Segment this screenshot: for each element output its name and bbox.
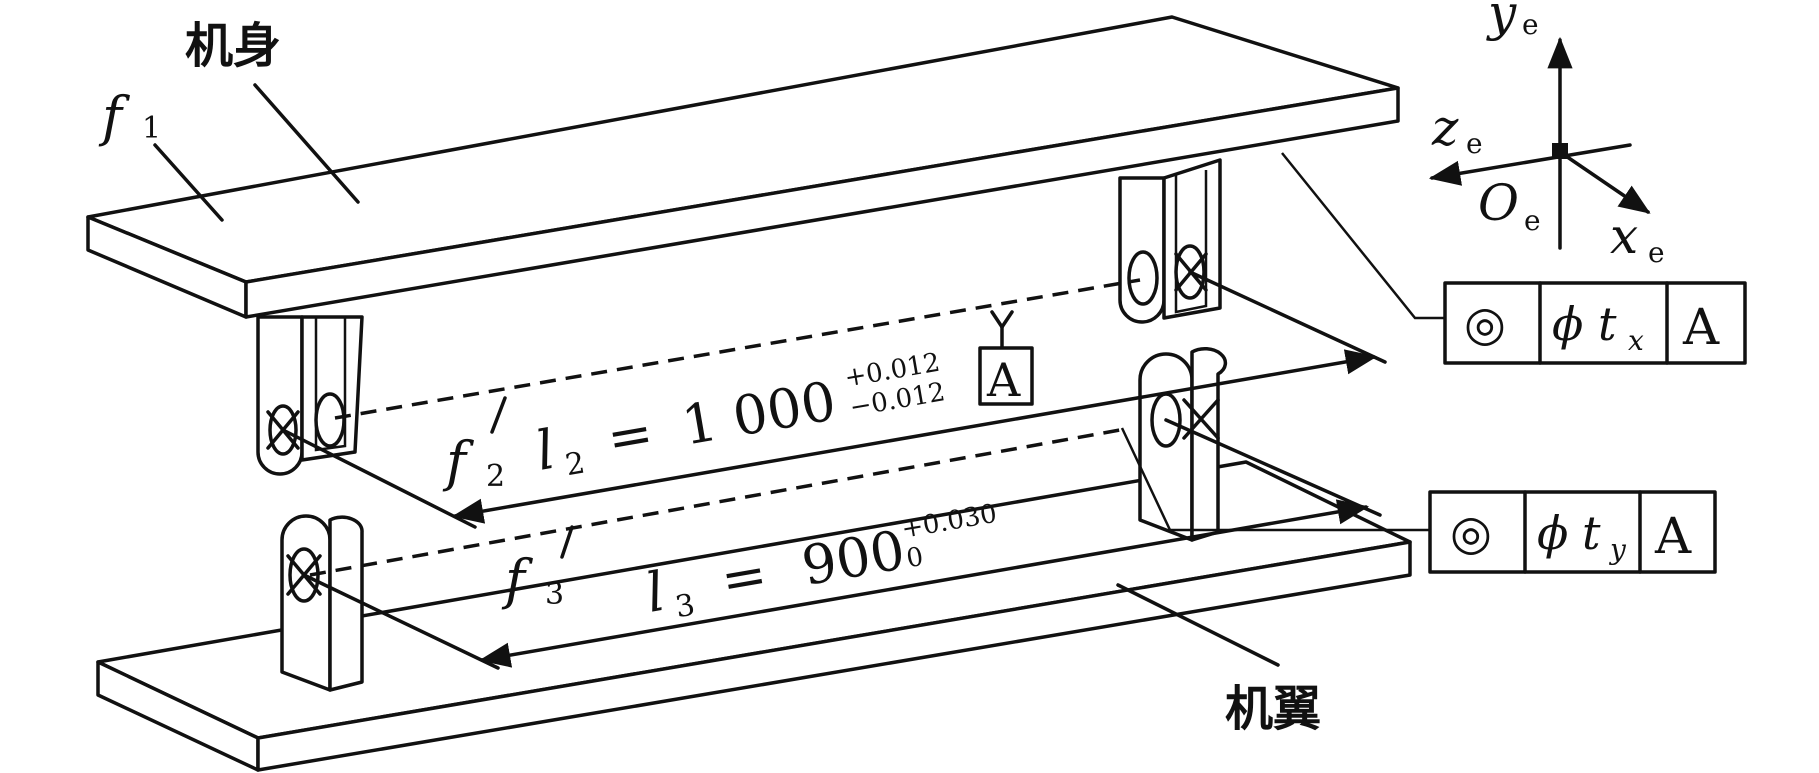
right-lower-lug xyxy=(1138,346,1228,542)
f2-label: f xyxy=(442,430,474,493)
f2-subscript: 2 xyxy=(486,459,505,494)
frame-y-phi: ϕ xyxy=(1537,506,1568,560)
frame-x-datum: A xyxy=(1682,298,1720,356)
datum-a-letter: A xyxy=(986,353,1021,407)
origin-subscript: e xyxy=(1524,204,1541,237)
axis-x-label: x xyxy=(1610,207,1638,265)
frame-y-tol-sub: y xyxy=(1608,533,1627,566)
l2-equals: = xyxy=(602,401,657,471)
axis-x-subscript: e xyxy=(1648,236,1665,269)
axis-z-label: z xyxy=(1431,99,1459,157)
datum-a-symbol xyxy=(978,310,1034,406)
concentricity-icon: ◎ xyxy=(1450,505,1492,561)
fuselage-plate xyxy=(86,15,1400,319)
l2-symbol: l xyxy=(531,418,559,483)
f1-label: f xyxy=(98,85,130,148)
axis-z-subscript: e xyxy=(1466,127,1483,160)
axis-y-label: y xyxy=(1486,0,1517,42)
frame-x-phi: ϕ xyxy=(1552,297,1583,351)
leader-frame-y xyxy=(1120,427,1430,532)
dimension-l2 xyxy=(281,270,1387,529)
f3-subscript: 3 xyxy=(545,577,564,612)
left-upper-lug xyxy=(256,315,364,476)
l2-value: 1 000 xyxy=(677,369,840,457)
left-lower-lug xyxy=(280,514,364,692)
leader-fuselage xyxy=(253,83,360,204)
l2-subscript: 2 xyxy=(563,446,588,484)
leader-f2 xyxy=(490,396,507,434)
origin-label: O xyxy=(1478,174,1519,232)
tolerance-frame-x xyxy=(1443,281,1747,365)
leader-f1 xyxy=(153,143,224,222)
right-upper-lug xyxy=(1118,158,1222,324)
axis-y-subscript: e xyxy=(1522,8,1539,41)
leader-frame-x xyxy=(1281,152,1445,320)
concentricity-icon: ◎ xyxy=(1464,296,1506,352)
frame-x-tol-sub: x xyxy=(1628,324,1644,357)
wing-label: 机翼 xyxy=(1225,681,1321,737)
l3-equals: = xyxy=(716,542,771,612)
tolerance-frame-y xyxy=(1428,490,1717,574)
frame-y-tol: t xyxy=(1582,506,1601,560)
leader-f3 xyxy=(560,525,574,559)
dimension-l3 xyxy=(302,418,1382,670)
leader-wing xyxy=(1116,583,1280,667)
f1-subscript: 1 xyxy=(142,111,161,146)
l3-lower-tol: 0 xyxy=(904,542,925,574)
fuselage-label: 机身 xyxy=(185,18,281,74)
frame-y-datum: A xyxy=(1654,507,1692,565)
coordinate-system xyxy=(1428,36,1651,250)
frame-x-tol: t xyxy=(1598,297,1617,351)
